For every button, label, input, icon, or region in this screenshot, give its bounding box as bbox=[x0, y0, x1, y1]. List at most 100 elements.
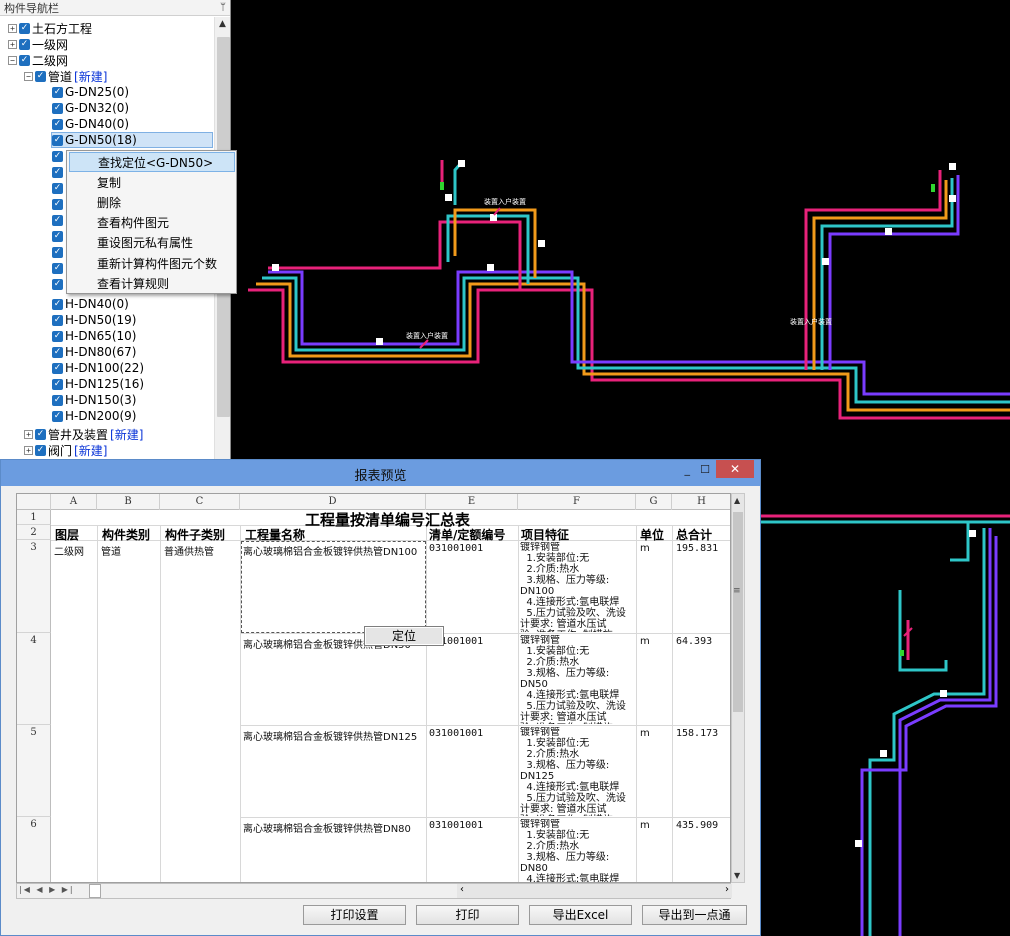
tree-node-hidden[interactable]: ✓ bbox=[52, 244, 65, 260]
cell-unit[interactable]: m bbox=[640, 820, 650, 831]
cell-features[interactable]: 镀锌钢管 1.安装部位:无 2.介质:热水 3.规格、压力等级: DN50 4.… bbox=[520, 635, 626, 724]
sheet-navigation-icons[interactable]: |◀ ◀ ▶ ▶| bbox=[19, 885, 75, 894]
tree-node-h-dn40[interactable]: ✓H-DN40(0) bbox=[52, 296, 129, 312]
minimize-button[interactable]: _ bbox=[684, 463, 691, 476]
cell-features[interactable]: 镀锌钢管 1.安装部位:无 2.介质:热水 3.规格、压力等级: DN80 4.… bbox=[520, 819, 620, 883]
tree-node-hidden[interactable]: ✓ bbox=[52, 228, 65, 244]
cell-code[interactable]: 031001001 bbox=[429, 543, 484, 554]
row-number[interactable]: 2 bbox=[17, 525, 51, 540]
horizontal-scrollbar[interactable]: ‹ › bbox=[457, 884, 732, 898]
menu-item-view-elements[interactable]: 查看构件图元 bbox=[97, 216, 170, 230]
cell-category[interactable]: 管道 bbox=[101, 547, 121, 558]
cell-unit[interactable]: m bbox=[640, 636, 650, 647]
row-number[interactable]: 3 bbox=[17, 540, 51, 633]
cell-total[interactable]: 195.831 bbox=[676, 543, 719, 554]
tree-node-g-dn40[interactable]: ✓G-DN40(0) bbox=[52, 116, 129, 132]
tree-node-hidden[interactable]: ✓ bbox=[52, 196, 65, 212]
checkbox-checked-icon[interactable]: ✓ bbox=[35, 444, 46, 456]
menu-item-delete[interactable]: 删除 bbox=[97, 196, 122, 210]
tree-node-h-dn125[interactable]: ✓H-DN125(16) bbox=[52, 376, 144, 392]
cell-unit[interactable]: m bbox=[640, 728, 650, 739]
menu-item-calc-rules[interactable]: 查看计算规则 bbox=[97, 277, 170, 291]
checkbox-checked-icon[interactable]: ✓ bbox=[52, 118, 63, 130]
checkbox-checked-icon[interactable]: ✓ bbox=[19, 54, 30, 66]
export-excel-button[interactable]: 导出Excel bbox=[529, 905, 632, 925]
scroll-thumb[interactable] bbox=[733, 512, 743, 712]
checkbox-checked-icon[interactable]: ✓ bbox=[52, 362, 63, 374]
new-link[interactable]: [新建] bbox=[74, 69, 108, 84]
tree-node-h-dn150[interactable]: ✓H-DN150(3) bbox=[52, 392, 136, 408]
checkbox-checked-icon[interactable]: ✓ bbox=[52, 330, 63, 342]
cell-name[interactable]: 离心玻璃棉铝合金板镀锌供热管DN80 bbox=[243, 824, 411, 835]
tree-node-hidden[interactable]: ✓ bbox=[52, 180, 65, 196]
checkbox-checked-icon[interactable]: ✓ bbox=[52, 134, 63, 146]
menu-item-copy[interactable]: 复制 bbox=[97, 176, 122, 190]
column-header[interactable]: F bbox=[518, 494, 636, 510]
tree-node-g-dn25[interactable]: ✓G-DN25(0) bbox=[52, 84, 129, 100]
scroll-down-icon[interactable]: ▼ bbox=[734, 871, 741, 880]
cell-unit[interactable]: m bbox=[640, 543, 650, 554]
report-vertical-scrollbar[interactable]: ▲ ≡ ▼ bbox=[731, 493, 745, 883]
checkbox-checked-icon[interactable]: ✓ bbox=[35, 70, 46, 82]
checkbox-checked-icon[interactable]: ✓ bbox=[52, 214, 63, 226]
checkbox-checked-icon[interactable]: ✓ bbox=[35, 428, 46, 440]
checkbox-checked-icon[interactable]: ✓ bbox=[52, 278, 63, 290]
menu-item-recount[interactable]: 重新计算构件图元个数 bbox=[97, 257, 218, 271]
cell-subcategory[interactable]: 普通供热管 bbox=[164, 547, 214, 558]
expand-icon[interactable]: + bbox=[24, 445, 33, 455]
checkbox-checked-icon[interactable]: ✓ bbox=[52, 150, 63, 162]
header-cell[interactable]: 项目特征 bbox=[521, 528, 570, 542]
cell-name[interactable]: 离心玻璃棉铝合金板镀锌供热管DN50 bbox=[243, 640, 411, 651]
column-header[interactable]: H bbox=[672, 494, 730, 510]
cell-code[interactable]: 031001001 bbox=[429, 636, 484, 647]
pin-icon[interactable]: ᛘ bbox=[220, 2, 226, 13]
window-titlebar[interactable]: 报表预览 _ ☐ ✕ bbox=[1, 460, 760, 486]
menu-item-reset-properties[interactable]: 重设图元私有属性 bbox=[97, 236, 194, 250]
collapse-icon[interactable]: − bbox=[24, 71, 33, 81]
tree-node-primary-network[interactable]: +✓一级网 bbox=[8, 36, 68, 52]
column-header[interactable]: E bbox=[426, 494, 518, 510]
checkbox-checked-icon[interactable]: ✓ bbox=[52, 346, 63, 358]
checkbox-checked-icon[interactable]: ✓ bbox=[52, 378, 63, 390]
checkbox-checked-icon[interactable]: ✓ bbox=[52, 394, 63, 406]
checkbox-checked-icon[interactable]: ✓ bbox=[19, 22, 30, 34]
scroll-up-icon[interactable]: ▲ bbox=[734, 496, 741, 505]
tree-node-h-dn100[interactable]: ✓H-DN100(22) bbox=[52, 360, 144, 376]
print-button[interactable]: 打印 bbox=[416, 905, 519, 925]
expand-icon[interactable]: + bbox=[8, 23, 17, 33]
column-header[interactable]: G bbox=[636, 494, 672, 510]
checkbox-checked-icon[interactable]: ✓ bbox=[52, 230, 63, 242]
scroll-left-icon[interactable]: ‹ bbox=[460, 884, 464, 895]
column-header[interactable]: C bbox=[160, 494, 240, 510]
expand-icon[interactable]: + bbox=[8, 39, 17, 49]
tree-node-valves[interactable]: +✓阀门[新建] bbox=[24, 442, 107, 458]
checkbox-checked-icon[interactable]: ✓ bbox=[52, 182, 63, 194]
header-cell[interactable]: 构件类别 bbox=[102, 528, 151, 542]
cell-name[interactable]: 离心玻璃棉铝合金板镀锌供热管DN125 bbox=[243, 732, 418, 743]
menu-item-find-locate[interactable]: 查找定位<G-DN50> bbox=[69, 152, 235, 172]
checkbox-checked-icon[interactable]: ✓ bbox=[52, 102, 63, 114]
maximize-button[interactable]: ☐ bbox=[700, 463, 710, 476]
cell-total[interactable]: 435.909 bbox=[676, 820, 719, 831]
new-link[interactable]: [新建] bbox=[110, 427, 144, 442]
header-cell[interactable]: 总合计 bbox=[676, 528, 713, 542]
header-cell[interactable]: 工程量名称 bbox=[245, 528, 306, 542]
locate-button[interactable]: 定位 bbox=[364, 626, 444, 646]
tree-node-hidden[interactable]: ✓ bbox=[52, 164, 65, 180]
checkbox-checked-icon[interactable]: ✓ bbox=[52, 298, 63, 310]
cell-features[interactable]: 镀锌钢管 1.安装部位:无 2.介质:热水 3.规格、压力等级: DN100 4… bbox=[520, 542, 626, 632]
tree-node-g-dn32[interactable]: ✓G-DN32(0) bbox=[52, 100, 129, 116]
checkbox-checked-icon[interactable]: ✓ bbox=[52, 314, 63, 326]
column-header[interactable]: B bbox=[97, 494, 160, 510]
tree-node-hidden[interactable]: ✓ bbox=[52, 260, 65, 276]
tree-node-wells[interactable]: +✓管井及装置[新建] bbox=[24, 426, 143, 442]
scroll-up-icon[interactable]: ▲ bbox=[219, 19, 226, 29]
checkbox-checked-icon[interactable]: ✓ bbox=[52, 86, 63, 98]
sheet-tab[interactable] bbox=[89, 884, 101, 898]
expand-icon[interactable]: + bbox=[24, 429, 33, 439]
header-cell[interactable]: 单位 bbox=[640, 528, 665, 542]
tree-node-pipe[interactable]: −✓管道[新建] bbox=[24, 68, 107, 84]
tree-node-h-dn80[interactable]: ✓H-DN80(67) bbox=[52, 344, 136, 360]
cell-code[interactable]: 031001001 bbox=[429, 820, 484, 831]
row-number[interactable]: 5 bbox=[17, 725, 51, 817]
